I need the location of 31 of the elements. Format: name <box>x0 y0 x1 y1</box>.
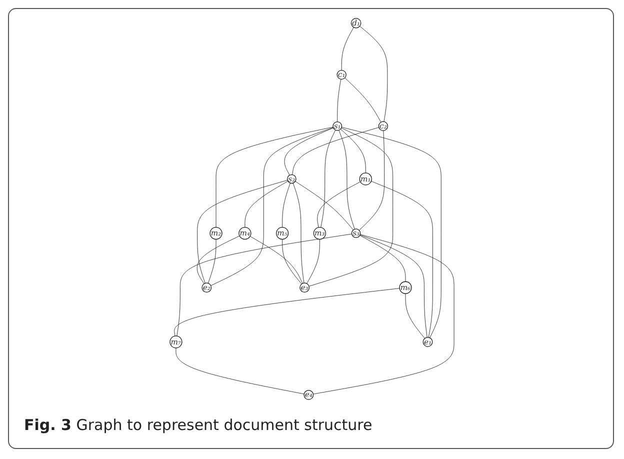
connector <box>295 181 354 230</box>
connector <box>306 239 320 284</box>
connector <box>284 128 334 176</box>
connector <box>176 348 304 394</box>
connector <box>341 27 354 70</box>
connector <box>292 127 380 175</box>
connector <box>341 126 442 338</box>
connector <box>308 128 394 286</box>
connector <box>360 234 428 338</box>
connector <box>176 234 352 336</box>
connector <box>313 234 454 394</box>
connector <box>292 182 304 284</box>
connector <box>216 126 334 228</box>
connector <box>250 236 303 284</box>
connector <box>282 239 302 284</box>
connector <box>244 180 288 228</box>
connector <box>208 239 216 284</box>
connector <box>337 79 342 122</box>
figure-caption: Fig. 3 Graph to represent document structure <box>24 416 372 434</box>
connector <box>360 235 406 282</box>
connector <box>344 78 382 122</box>
connector <box>360 26 388 122</box>
connector <box>174 288 400 336</box>
connector <box>371 181 433 338</box>
connector <box>282 182 290 228</box>
connector <box>338 130 355 230</box>
connector <box>196 236 240 284</box>
connector <box>405 293 426 339</box>
connector <box>320 130 336 228</box>
connector <box>317 182 361 228</box>
connector <box>340 128 366 174</box>
